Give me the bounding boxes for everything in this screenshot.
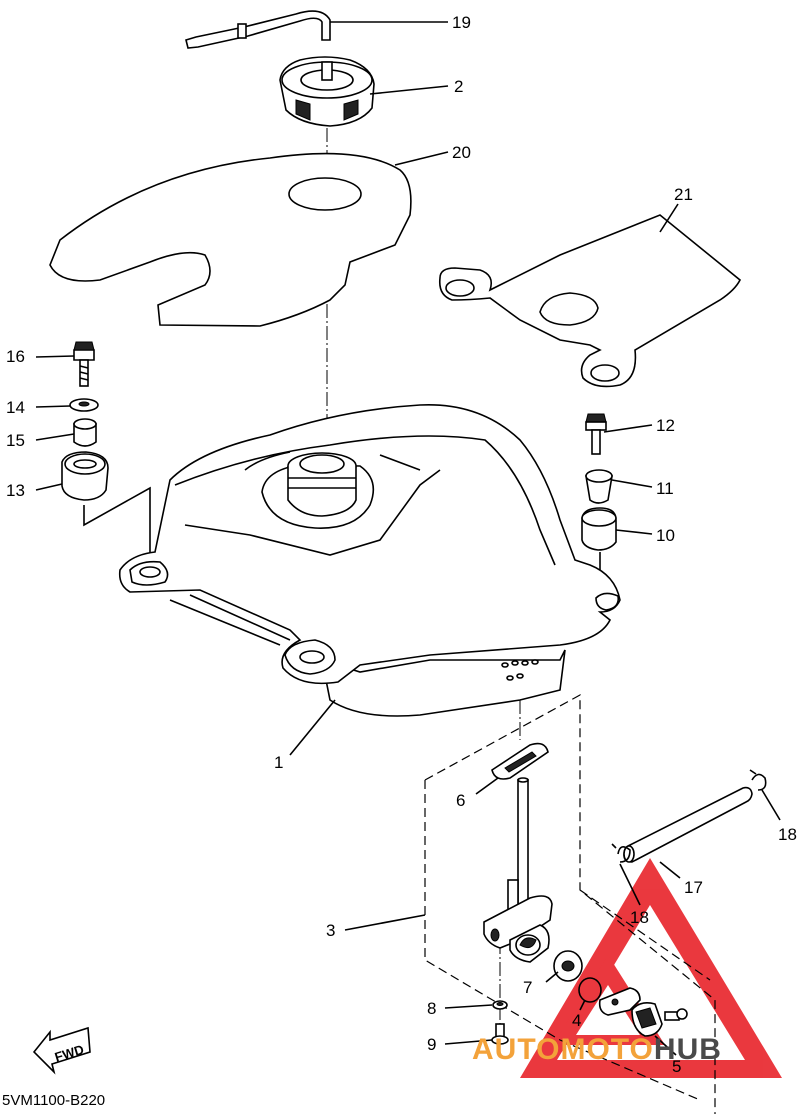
bolt-right: [585, 413, 607, 455]
fuel-cock-lever: [598, 987, 688, 1037]
callout-18-top: 18: [778, 825, 797, 844]
fuel-cock-assembly-outline: [424, 693, 716, 1114]
tank-outlet-holes: [501, 659, 539, 681]
breather-hose: [185, 10, 331, 49]
callout-3: 3: [326, 921, 335, 940]
bolt-left: [73, 341, 95, 387]
fuel-cock-gasket: [491, 742, 549, 780]
cover-gasket: [49, 152, 412, 327]
watermark-part2: HUB: [653, 1033, 722, 1066]
callout-labels: 19 2 20 21 16 14 15 13 12 11 10 1 6 18 1…: [6, 13, 797, 1076]
side-gasket: [438, 214, 742, 388]
callout-9: 9: [427, 1035, 436, 1054]
callout-12: 12: [656, 416, 675, 435]
callout-4: 4: [572, 1011, 581, 1030]
callout-7: 7: [523, 978, 532, 997]
damper-right: [581, 507, 617, 551]
fuel-cock-diaphragm: [553, 950, 583, 982]
callout-13: 13: [6, 481, 25, 500]
fuel-tank: [118, 403, 621, 717]
callout-16: 16: [6, 347, 25, 366]
collar-right: [585, 469, 613, 504]
collar-left: [73, 418, 97, 447]
callout-2: 2: [454, 77, 463, 96]
callout-15: 15: [6, 431, 25, 450]
callout-11: 11: [656, 479, 674, 498]
damper-left: [61, 451, 109, 501]
callout-5: 5: [672, 1057, 681, 1076]
fwd-arrow-icon: FWD: [32, 1026, 91, 1075]
callout-20: 20: [452, 143, 471, 162]
fuel-cap: [279, 56, 375, 127]
callout-8: 8: [427, 999, 436, 1018]
diagram-code: 5VM1100-B220: [2, 1092, 106, 1109]
hose-clip-bottom: [611, 843, 631, 863]
callout-1: 1: [274, 753, 283, 772]
callout-10: 10: [656, 526, 675, 545]
callout-17: 17: [684, 878, 703, 897]
callout-6: 6: [456, 791, 465, 810]
callout-19: 19: [452, 13, 471, 32]
fuel-hose: [623, 786, 753, 863]
callout-21: 21: [674, 185, 693, 204]
watermark-text: AUTOMOTOHUB: [472, 1033, 722, 1067]
fuel-cock: [483, 777, 553, 963]
hose-clip-top: [749, 769, 767, 791]
washer-left: [69, 398, 99, 412]
callout-18-bottom: 18: [630, 908, 649, 927]
leader-lines: [35, 21, 781, 1056]
watermark-part1: AUTOMOTO: [472, 1033, 654, 1066]
o-ring: [578, 977, 602, 1003]
washer-small: [492, 1000, 508, 1010]
callout-14: 14: [6, 398, 25, 417]
